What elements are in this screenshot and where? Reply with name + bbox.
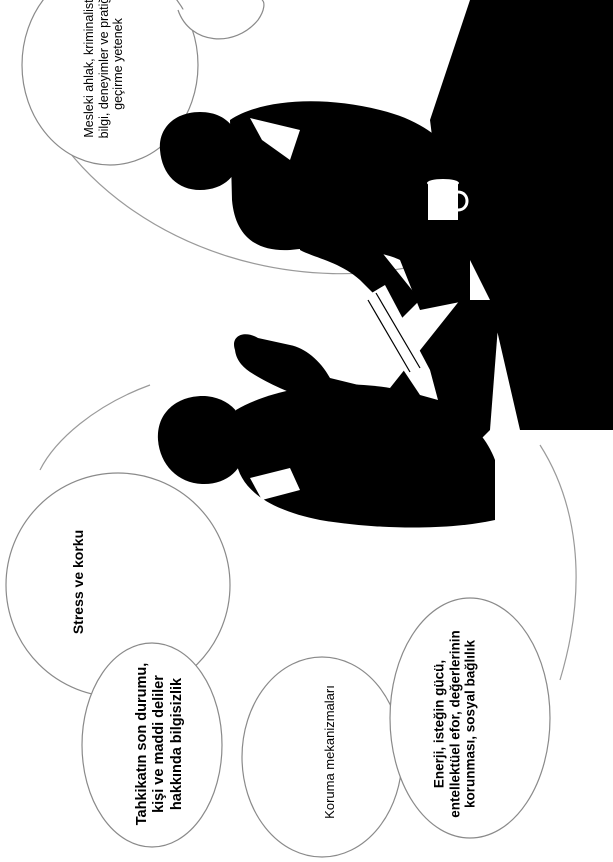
lower-figure-collar [250,468,300,500]
lower-right-arc [539,444,577,681]
silhouette-scene [157,0,613,528]
desk-silhouette [430,0,613,430]
lower-figure-raised-hand [234,334,425,418]
bubble-koruma-text: Koruma mekanizmaları [322,685,338,819]
paper-lines [367,292,421,373]
lower-figure-legs [390,300,500,450]
bubble-mesleki-text: Mesleki ahlak, kriminalistik bilgi, dene… [81,0,126,139]
bubble-tahkikat-outline [81,642,223,848]
upper-figure-collar [250,118,300,160]
bubble-enerji-text: Enerji, isteğin gücü, entellektüel efor,… [431,630,478,818]
bubble-enerji-outline [389,597,551,839]
papers [360,285,438,400]
lower-left-arc [39,384,151,471]
coffee-cup-handle [457,190,469,212]
lower-figure-head [157,395,247,485]
coffee-cup-rim [427,179,459,187]
small-bubble-top-left [177,0,265,40]
bubble-tahkikat-text: Tahkikatın son durumu, kişi ve maddi del… [134,662,185,826]
silhouette-details [250,118,469,500]
upper-figure-head [159,112,240,190]
bubble-stress-text: Stress ve korku [69,529,86,635]
lower-figure-body [236,384,495,528]
bubble-mesleki-outline [21,0,199,166]
coffee-cup [428,183,458,220]
